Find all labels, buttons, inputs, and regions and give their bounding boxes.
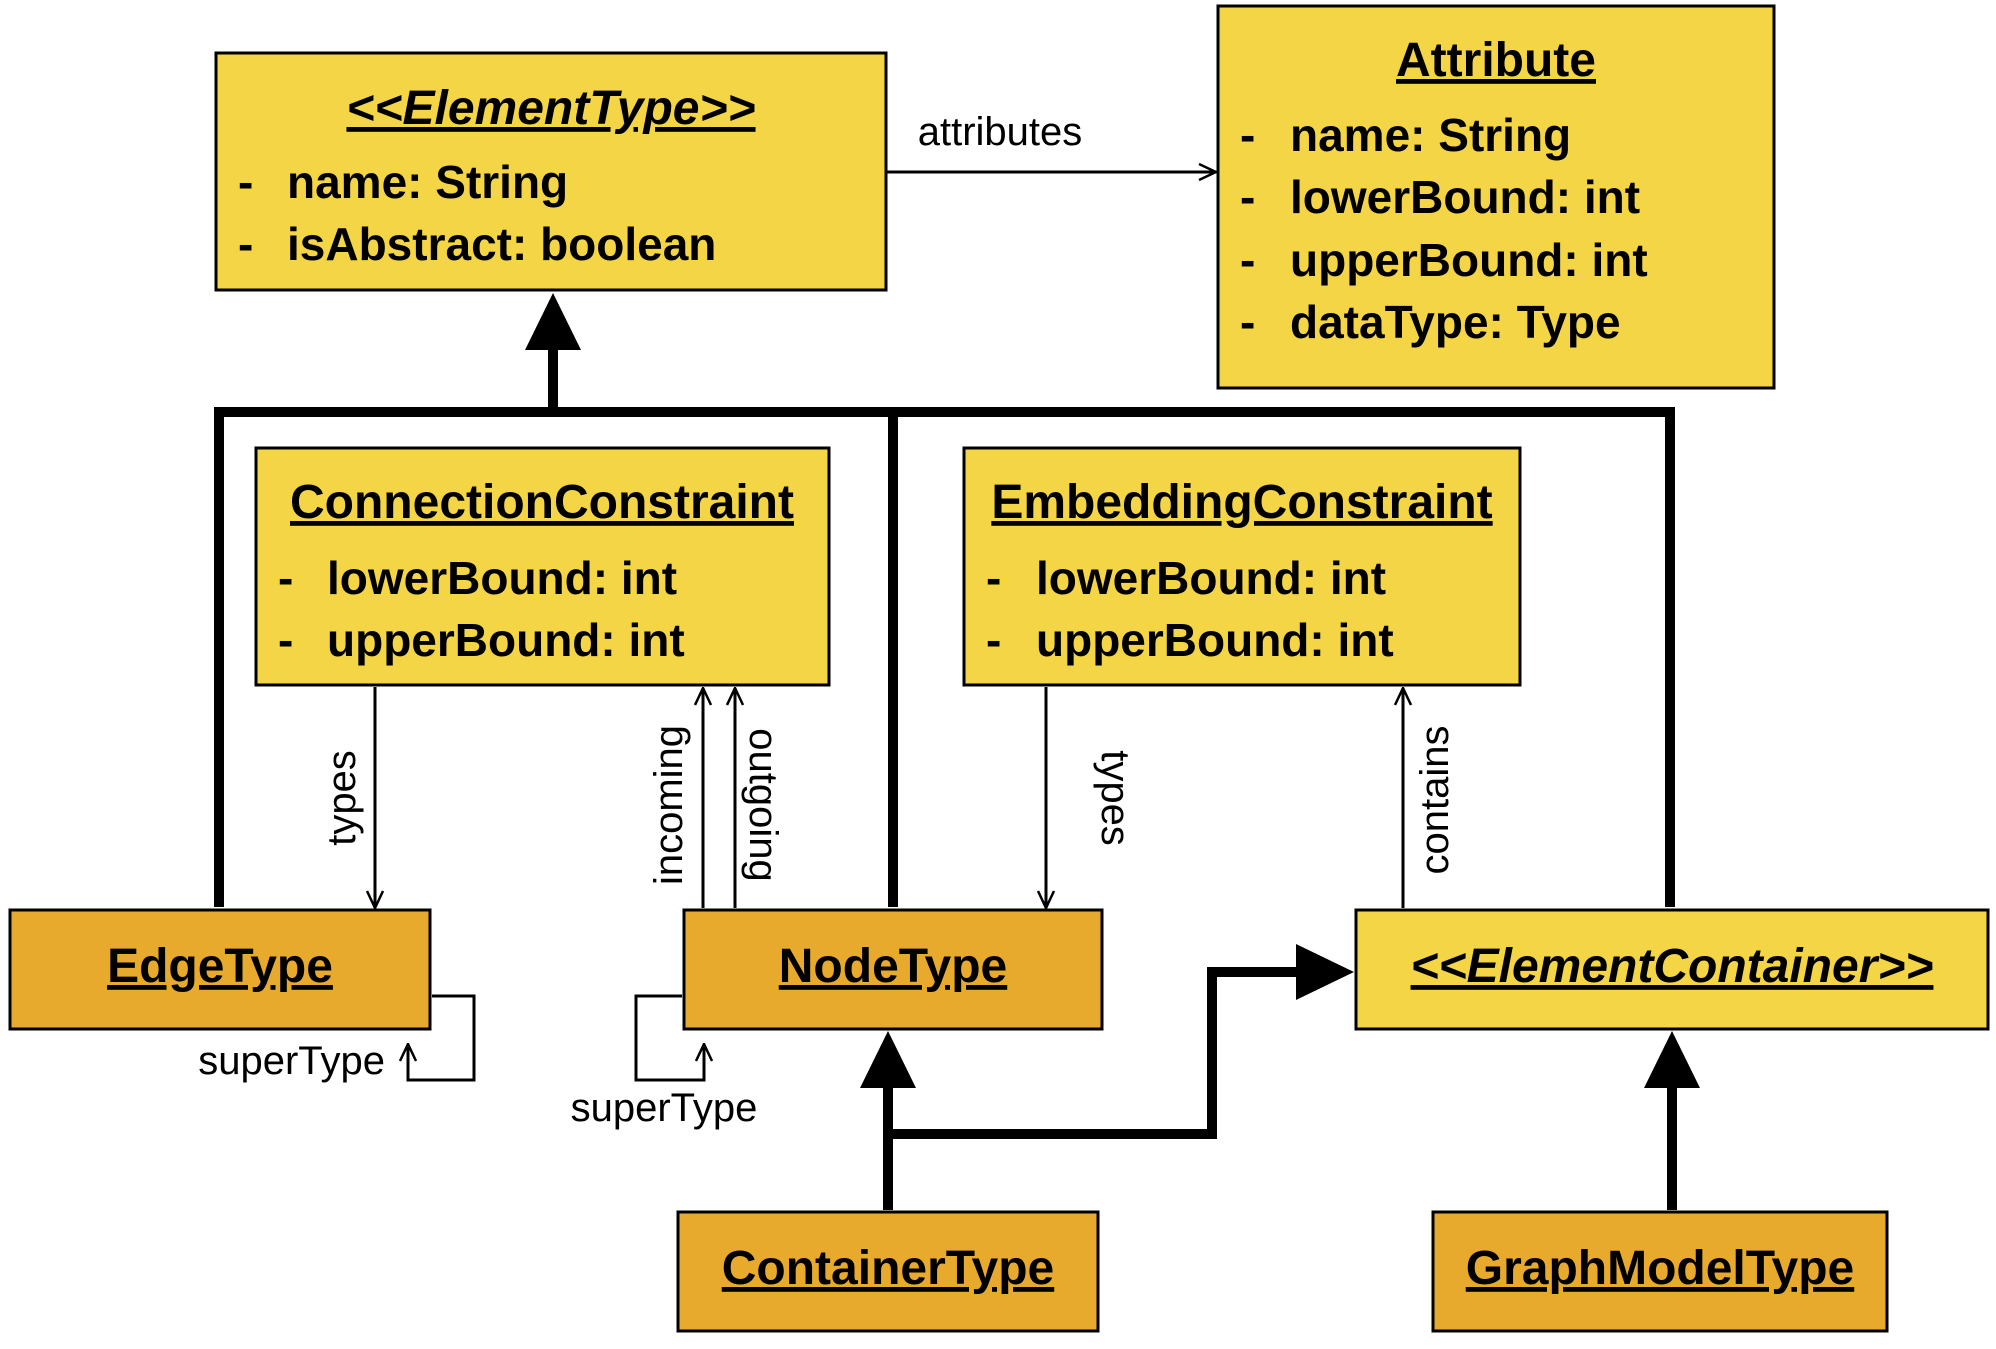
connection-constraint-attr-upperbound: upperBound: int <box>327 614 685 666</box>
connection-constraint-attr-lowerbound: lowerBound: int <box>327 552 677 604</box>
nodetype-arrowhead <box>860 1031 916 1088</box>
connection-constraint-title: ConnectionConstraint <box>290 476 794 529</box>
attribute-attr-bullet: - <box>1240 296 1255 348</box>
outgoing-label: outgoing <box>741 728 785 881</box>
connection-constraint-box <box>254 446 831 687</box>
element-type-attr-name: name: String <box>287 156 568 208</box>
container-type-title: ContainerType <box>722 1242 1054 1295</box>
element-container-title: <<ElementContainer>> <box>1411 940 1934 993</box>
node-type-box <box>682 908 1104 1031</box>
elementcontainer-arrowhead <box>1296 944 1354 1000</box>
elementtype-arrowhead <box>525 293 581 350</box>
attribute-title: Attribute <box>1396 34 1596 87</box>
connection-constraint-class: ConnectionConstraint - lowerBound: int -… <box>254 446 831 687</box>
element-type-attr-bullet: - <box>238 156 253 208</box>
edge-supertype-loop <box>408 994 476 1082</box>
container-type-class: ContainerType <box>676 1210 1100 1333</box>
embedding-constraint-class: EmbeddingConstraint - lowerBound: int - … <box>962 446 1522 687</box>
element-type-title: <<ElementType>> <box>346 82 755 135</box>
element-type-attr-isabstract: isAbstract: boolean <box>287 218 716 270</box>
attributes-label: attributes <box>918 110 1083 154</box>
attribute-attr-bullet: - <box>1240 234 1255 286</box>
attribute-attr-bullet: - <box>1240 109 1255 161</box>
contains-label: contains <box>1413 726 1457 875</box>
graph-model-type-title: GraphModelType <box>1466 1242 1854 1295</box>
element-type-box <box>214 51 888 292</box>
node-supertype-label: superType <box>571 1086 758 1130</box>
attribute-attr-upperbound: upperBound: int <box>1290 234 1648 286</box>
cc-types-label: types <box>320 750 364 846</box>
elementcontainer-bottom-arrowhead <box>1644 1031 1700 1088</box>
node-type-title: NodeType <box>779 940 1007 993</box>
edge-type-title: EdgeType <box>107 940 333 993</box>
attribute-attr-lowerbound: lowerBound: int <box>1290 171 1640 223</box>
containertype-to-elementcontainer-line <box>888 967 1300 1139</box>
attribute-attr-name: name: String <box>1290 109 1571 161</box>
graph-model-type-class: GraphModelType <box>1431 1210 1889 1333</box>
inheritance-arrowheads <box>525 293 1700 1088</box>
incoming-label: incoming <box>647 725 691 885</box>
element-container-class: <<ElementContainer>> <box>1354 908 1990 1031</box>
element-type-attr-bullet: - <box>238 218 253 270</box>
embedding-constraint-box <box>962 446 1522 687</box>
attribute-class: Attribute - name: String - lowerBound: i… <box>1216 4 1776 390</box>
associations <box>375 172 1403 1082</box>
ec-types-label: types <box>1093 750 1137 846</box>
connection-constraint-attr-bullet: - <box>278 614 293 666</box>
attribute-box <box>1216 4 1776 390</box>
element-container-box <box>1354 908 1990 1031</box>
embedding-constraint-attr-lowerbound: lowerBound: int <box>1036 552 1386 604</box>
graph-model-type-box <box>1431 1210 1889 1333</box>
attribute-attr-bullet: - <box>1240 171 1255 223</box>
container-type-box <box>676 1210 1100 1333</box>
edge-type-box <box>8 908 432 1031</box>
edge-type-class: EdgeType <box>8 908 432 1031</box>
embedding-constraint-attr-bullet: - <box>986 552 1001 604</box>
edge-supertype-label: superType <box>198 1039 385 1083</box>
connection-constraint-attr-bullet: - <box>278 552 293 604</box>
inheritance-lines <box>214 348 1677 1210</box>
embedding-constraint-attr-upperbound: upperBound: int <box>1036 614 1394 666</box>
node-type-class: NodeType <box>682 908 1104 1031</box>
embedding-constraint-attr-bullet: - <box>986 614 1001 666</box>
inheritance-bus-line <box>214 407 1675 907</box>
embedding-constraint-title: EmbeddingConstraint <box>991 476 1492 529</box>
element-type-class: <<ElementType>> - name: String - isAbstr… <box>214 51 888 292</box>
attribute-attr-datatype: dataType: Type <box>1290 296 1621 348</box>
node-supertype-loop <box>634 994 704 1082</box>
